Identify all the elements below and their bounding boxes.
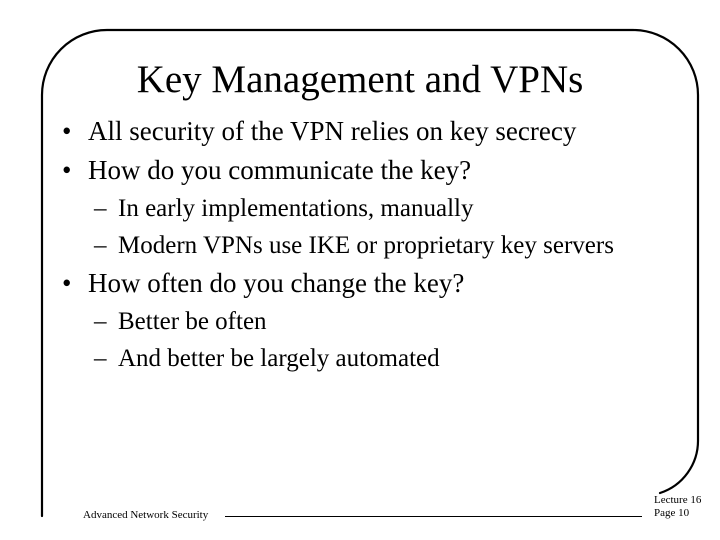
sub-list-item-text: And better be largely automated	[118, 345, 440, 372]
list-item: • All security of the VPN relies on key …	[46, 112, 676, 150]
bullet-marker-icon: •	[62, 268, 72, 298]
list-item: • How do you communicate the key?	[46, 151, 676, 189]
footer-divider	[225, 516, 642, 517]
bullet-list: • All security of the VPN relies on key …	[46, 112, 676, 377]
list-item-text: How do you communicate the key?	[88, 155, 472, 185]
page-number: Page 10	[654, 507, 690, 519]
dash-marker-icon: –	[94, 308, 107, 335]
sub-list-item: – In early implementations, manually	[46, 190, 676, 227]
sub-list-item: – Better be often	[46, 303, 676, 340]
sub-list-item: – And better be largely automated	[46, 340, 676, 377]
bullet-marker-icon: •	[62, 155, 72, 185]
lecture-number: Lecture 16	[654, 494, 702, 506]
sub-list-item-text: Modern VPNs use IKE or proprietary key s…	[118, 232, 614, 259]
dash-marker-icon: –	[94, 345, 107, 372]
bullet-marker-icon: •	[62, 116, 72, 146]
dash-marker-icon: –	[94, 232, 107, 259]
footer-course-label: Advanced Network Security	[83, 509, 209, 521]
list-item-text: How often do you change the key?	[88, 268, 465, 298]
page-title: Key Management and VPNs	[136, 58, 584, 101]
sub-list-item-text: In early implementations, manually	[118, 195, 474, 222]
list-item-text: All security of the VPN relies on key se…	[88, 116, 577, 146]
dash-marker-icon: –	[94, 195, 107, 222]
sub-list-item: – Modern VPNs use IKE or proprietary key…	[46, 227, 676, 264]
sub-list-item-text: Better be often	[118, 308, 267, 335]
list-item: • How often do you change the key?	[46, 264, 676, 302]
footer-page-info: Lecture 16 Page 10	[654, 494, 701, 520]
